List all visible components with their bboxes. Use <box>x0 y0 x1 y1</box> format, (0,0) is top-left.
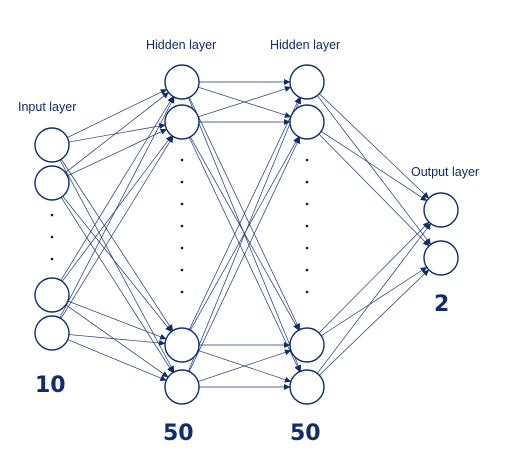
input-neuron-3 <box>34 277 70 313</box>
hidden-1-ellipsis-dot-7 <box>180 290 184 294</box>
connection-input-2-to-hidden-1-1 <box>65 92 169 173</box>
hidden-2-ellipsis-dot-5 <box>305 246 309 250</box>
connection-hidden-1-3-to-hidden-2-1 <box>188 96 301 330</box>
hidden-layer-2-label: Hidden layer <box>270 38 340 52</box>
input-neuron-4 <box>34 315 70 351</box>
hidden-1-ellipsis-dot-3 <box>180 202 184 206</box>
hidden-2-ellipsis-dot-7 <box>305 290 309 294</box>
connection-input-3-to-hidden-1-3 <box>67 300 167 340</box>
input-ellipsis-dot-3 <box>50 257 54 261</box>
input-neuron-1 <box>34 127 70 163</box>
connection-input-1-to-hidden-1-1 <box>67 89 168 138</box>
hidden-1-ellipsis-dot-6 <box>180 268 184 272</box>
connection-hidden-1-4-to-hidden-2-3 <box>197 349 292 382</box>
input-neuron-2 <box>34 165 70 201</box>
connection-hidden-2-4-to-output-2 <box>319 269 430 376</box>
hidden-layer-2-count: 50 <box>290 421 321 446</box>
connection-hidden-1-3-to-hidden-2-2 <box>190 136 299 331</box>
connection-hidden-2-3-to-output-2 <box>321 266 428 337</box>
input-ellipsis-dot-2 <box>50 235 54 239</box>
output-layer-label: Output layer <box>411 165 479 179</box>
hidden-2-ellipsis-dot-6 <box>305 268 309 272</box>
connection-hidden-2-2-to-output-2 <box>318 133 430 247</box>
hidden-1-ellipsis-dot-1 <box>180 158 184 162</box>
hidden-1-neuron-1 <box>164 64 200 100</box>
output-neuron-2 <box>423 240 459 276</box>
hidden-2-ellipsis-dot-3 <box>305 202 309 206</box>
connection-hidden-1-4-to-hidden-2-2 <box>188 136 301 372</box>
hidden-1-ellipsis-dot-2 <box>180 180 184 184</box>
hidden-2-ellipsis-dot-2 <box>305 180 309 184</box>
hidden-2-neuron-4 <box>289 369 325 405</box>
connection-input-3-to-hidden-1-2 <box>61 135 173 282</box>
input-layer-label: Input layer <box>18 100 76 114</box>
hidden-layer-1-label: Hidden layer <box>146 38 216 52</box>
connection-input-2-to-hidden-1-3 <box>62 196 172 333</box>
hidden-2-neuron-1 <box>289 64 325 100</box>
connection-hidden-2-1-to-output-2 <box>317 95 432 245</box>
connection-input-4-to-hidden-1-2 <box>60 136 174 319</box>
hidden-2-neuron-2 <box>289 104 325 140</box>
connection-hidden-1-2-to-hidden-2-1 <box>198 86 292 118</box>
connections <box>59 79 432 390</box>
connection-hidden-2-1-to-output-1 <box>319 93 430 199</box>
ellipsis-dots <box>50 158 309 294</box>
hidden-2-neuron-3 <box>289 327 325 363</box>
connection-input-1-to-hidden-1-4 <box>59 159 175 373</box>
hidden-1-neuron-3 <box>164 327 200 363</box>
input-layer-count: 10 <box>35 373 66 398</box>
connection-input-1-to-hidden-1-3 <box>60 159 174 332</box>
connection-input-4-to-hidden-1-3 <box>68 334 166 346</box>
connection-hidden-2-2-to-output-1 <box>321 131 428 201</box>
hidden-layer-1-count: 50 <box>163 421 194 446</box>
output-neuron-1 <box>423 192 459 228</box>
input-ellipsis-dot-1 <box>50 213 54 217</box>
hidden-2-ellipsis-dot-1 <box>305 158 309 162</box>
output-layer-count: 2 <box>434 292 449 317</box>
connection-input-1-to-hidden-1-2 <box>68 123 166 143</box>
connection-hidden-2-3-to-output-1 <box>318 221 430 334</box>
connection-input-4-to-hidden-1-1 <box>59 96 175 319</box>
hidden-2-ellipsis-dot-4 <box>305 224 309 228</box>
connection-input-2-to-hidden-1-2 <box>67 128 168 177</box>
connection-input-3-to-hidden-1-4 <box>65 304 169 378</box>
connection-hidden-2-4-to-output-1 <box>316 223 432 374</box>
connection-hidden-1-4-to-hidden-2-1 <box>188 97 302 372</box>
connection-input-3-to-hidden-1-1 <box>60 96 174 281</box>
hidden-1-ellipsis-dot-4 <box>180 224 184 228</box>
connection-input-2-to-hidden-1-4 <box>60 197 174 374</box>
connection-input-4-to-hidden-1-4 <box>67 339 167 381</box>
hidden-1-ellipsis-dot-5 <box>180 246 184 250</box>
neurons <box>34 64 459 405</box>
hidden-1-neuron-2 <box>164 104 200 140</box>
hidden-1-neuron-4 <box>164 369 200 405</box>
